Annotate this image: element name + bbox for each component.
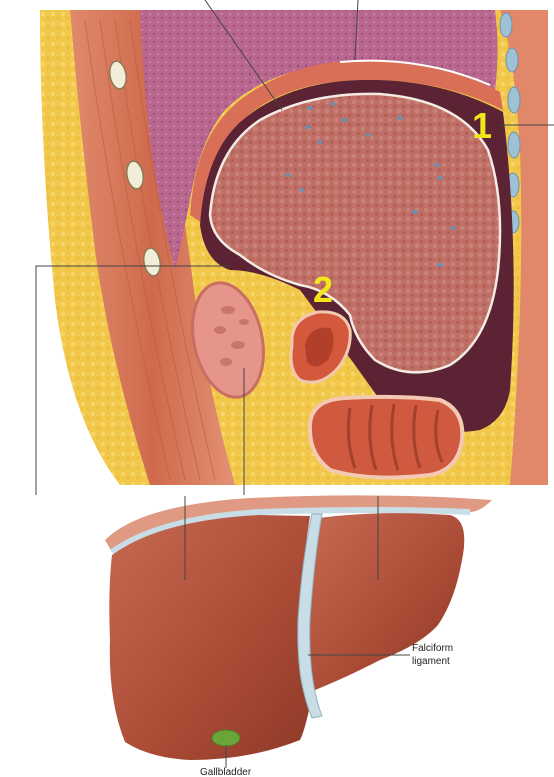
falciform-label-line2: ligament <box>412 656 450 667</box>
gallbladder <box>212 730 240 746</box>
sagittal-section: 1 2 <box>36 0 554 495</box>
anterior-liver-view: Falciform ligament Gallbladder <box>105 495 492 777</box>
falciform-label-line1: Falciform <box>412 643 453 654</box>
gallbladder-label: Gallbladder <box>200 767 252 777</box>
liver-right-lobe <box>109 515 310 760</box>
transverse-colon <box>310 397 462 478</box>
marker-1: 1 <box>472 105 492 146</box>
marker-2: 2 <box>313 269 333 310</box>
